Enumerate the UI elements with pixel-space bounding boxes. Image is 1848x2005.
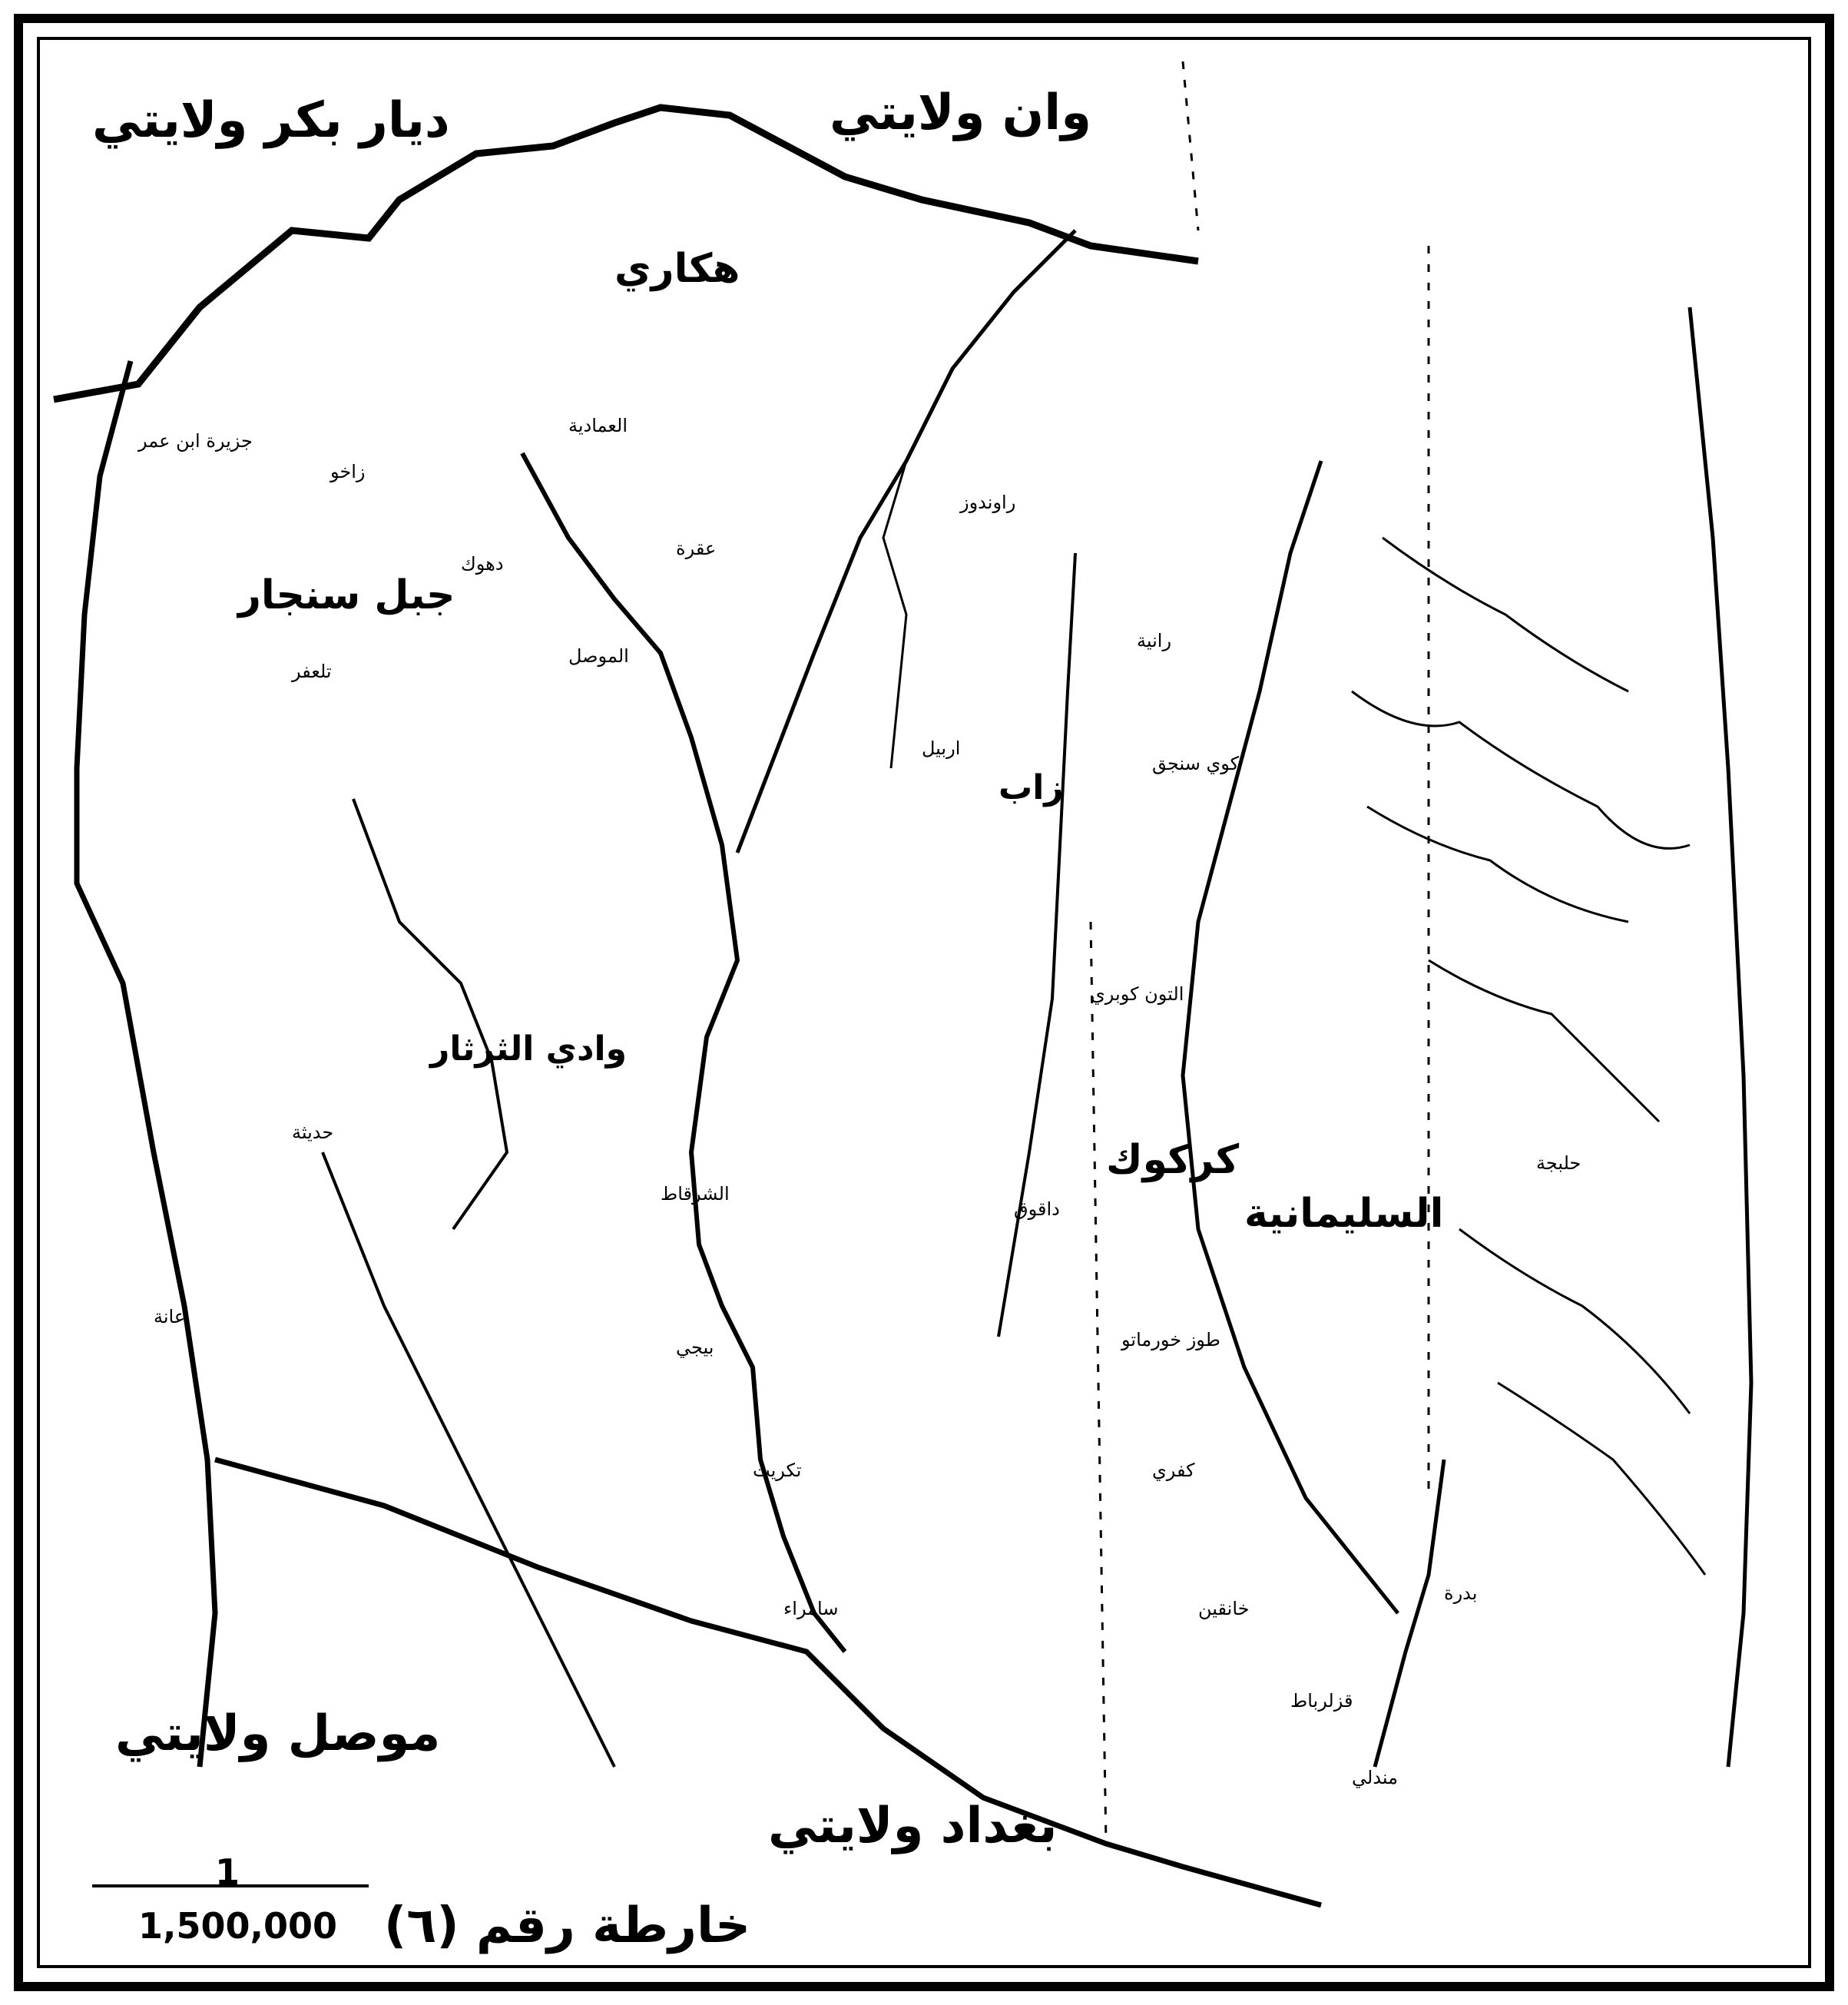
place-label: رانية <box>1137 630 1172 651</box>
place-label: زاخو <box>330 461 366 482</box>
place-label: جزيرة ابن عمر <box>138 430 253 452</box>
tharthar-wadi <box>352 798 509 1231</box>
place-label: اربيل <box>922 737 961 759</box>
place-label: طوز خورماتو <box>1121 1329 1220 1350</box>
label-kirkuk: كركوك <box>1106 1137 1240 1183</box>
label-hakkari: هكاري <box>614 246 740 292</box>
label-sinjar: جبل سنجار <box>238 572 455 618</box>
label-mosul-province: موصل ولايتي <box>115 1705 441 1762</box>
place-label: خانقين <box>1198 1598 1250 1619</box>
little-zab-river <box>1181 460 1399 1615</box>
label-zab: زاب <box>999 768 1064 807</box>
place-label: الشرقاط <box>661 1183 730 1205</box>
place-label: مندلي <box>1352 1767 1399 1788</box>
place-label: الموصل <box>568 645 629 667</box>
great-zab-river <box>735 229 1077 853</box>
label-tharthar: وادي الثرثار <box>430 1029 627 1069</box>
west-wadi <box>321 1152 616 1768</box>
place-label: عانة <box>154 1306 186 1327</box>
place-label: كوي سنجق <box>1152 753 1240 774</box>
place-label: كفري <box>1152 1460 1195 1481</box>
label-van-province: وان ولايتي <box>830 85 1091 141</box>
label-baghdad-province: بغداد ولايتي <box>768 1798 1058 1854</box>
label-sulaimaniya: السليمانية <box>1244 1191 1444 1237</box>
place-label: دهوك <box>461 553 504 575</box>
place-label: راوندوز <box>960 492 1016 513</box>
tigris-river <box>520 452 847 1653</box>
place-label: تلعفر <box>292 661 332 682</box>
place-label: قزلرباط <box>1290 1690 1353 1712</box>
map-inner-border <box>37 37 1811 1968</box>
place-label: بدرة <box>1444 1582 1478 1604</box>
mountain-shading <box>1351 536 1707 1576</box>
map-outer-border <box>14 14 1834 1991</box>
border-mosul-baghdad <box>214 1457 1322 1908</box>
adhaim-wadi <box>997 552 1077 1337</box>
scale-prefix: 1 <box>215 1851 240 1893</box>
place-label: سامراء <box>783 1598 839 1619</box>
label-diyarbakir-province: ديار بكر ولايتي <box>92 92 450 149</box>
border-mosul-west <box>74 360 218 1768</box>
place-label: داقوق <box>1014 1198 1060 1220</box>
central-wadi <box>882 460 908 769</box>
place-label: بيجي <box>676 1337 714 1358</box>
border-east-iran <box>1687 307 1754 1768</box>
place-label: التون كوبري <box>1091 983 1184 1005</box>
place-label: حلبجة <box>1536 1152 1581 1174</box>
place-label: حديثة <box>292 1122 334 1143</box>
place-label: العمادية <box>568 415 628 436</box>
border-diyarbakir-van <box>53 104 1199 403</box>
map-title: خارطة رقم (٦) <box>384 1897 751 1954</box>
border-south-dashed <box>1089 61 1200 1844</box>
diyala-river <box>1373 1459 1446 1768</box>
place-label: عقرة <box>676 538 717 559</box>
place-label: تكريت <box>753 1460 802 1481</box>
scale-label: 1,500,000 <box>138 1905 337 1947</box>
